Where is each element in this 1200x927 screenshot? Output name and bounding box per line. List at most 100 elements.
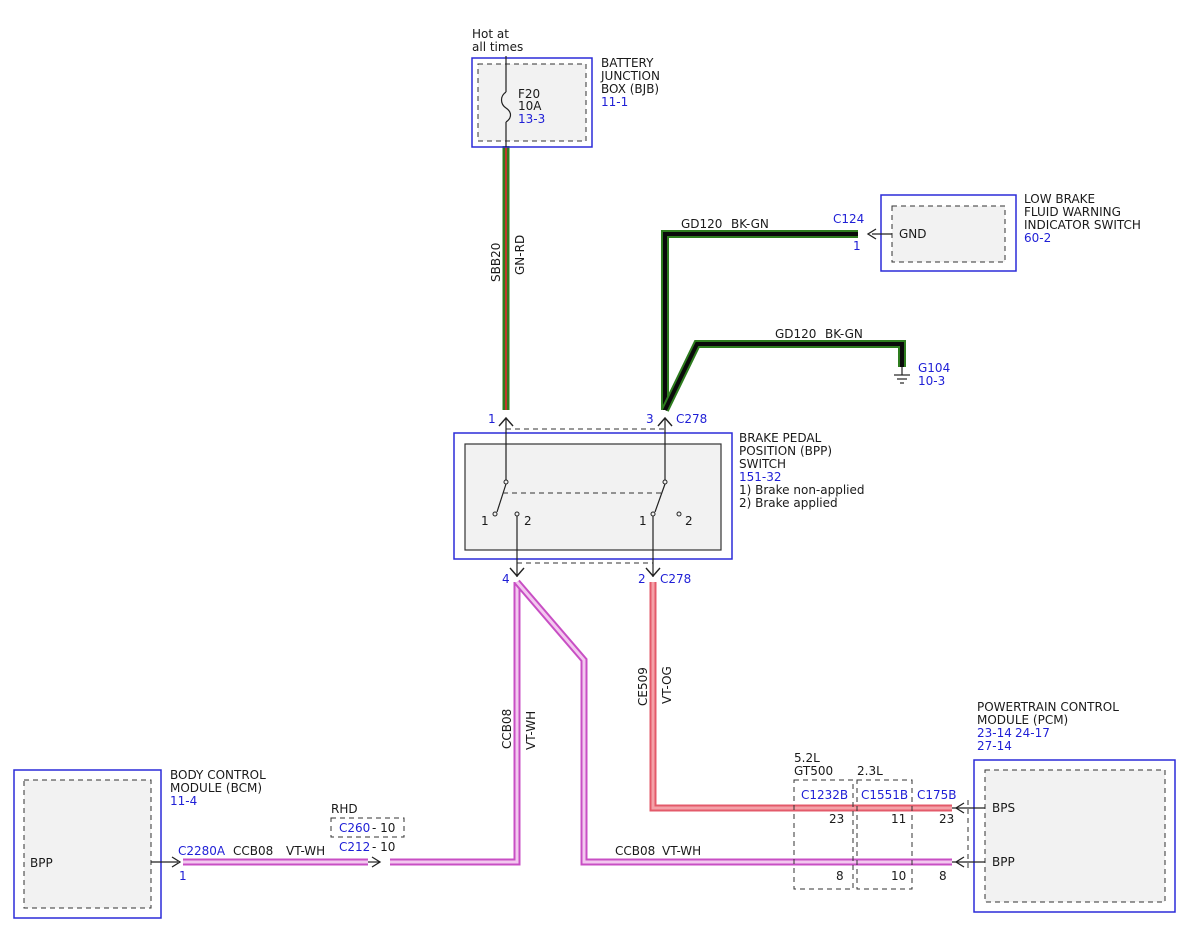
bpp-right-contact-2: 2: [685, 514, 693, 528]
low-brake-fluid-switch: GND C124 1 LOW BRAKE FLUID WARNING INDIC…: [833, 192, 1141, 272]
gd120-ground-color-label: BK-GN: [825, 327, 863, 341]
bcm-name-line2: MODULE (BCM): [170, 781, 262, 795]
bpp-name-line1: BRAKE PEDAL: [739, 431, 822, 445]
c124-pin: 1: [853, 239, 861, 253]
bjb-name-line2: JUNCTION: [600, 69, 660, 83]
ccb08-vertical-circuit-label: CCB08: [500, 709, 514, 749]
pcm-pin-bps-no: 23: [939, 812, 954, 826]
bpp-pin-bottom-right: 2: [638, 572, 646, 586]
arrow-down-icon: [509, 567, 525, 578]
bpp-name-line3: SWITCH: [739, 457, 786, 471]
engine-5-2-gt500-label: GT500: [794, 764, 833, 778]
ccb08-pcm-circuit-label: CCB08: [615, 844, 655, 858]
pcm-name-line1: POWERTRAIN CONTROL: [977, 700, 1119, 714]
pcm-pin-bps: BPS: [992, 801, 1015, 815]
gnd-pin-label: GND: [899, 227, 927, 241]
arrow-left-icon: [954, 802, 965, 814]
ccb08-bcm-color-label: VT-WH: [286, 844, 325, 858]
bcm-connector: C2280A: [178, 844, 226, 858]
g104-ref: 10-3: [918, 374, 945, 388]
c1551b-connector: C1551B: [861, 788, 908, 802]
bpp-connector-bottom: C278: [660, 572, 691, 586]
wire-ccb08-bcm-path: [183, 582, 521, 866]
g104-id: G104: [918, 361, 950, 375]
lbf-name-line2: FLUID WARNING: [1024, 205, 1121, 219]
ground-symbol-icon: [894, 367, 910, 384]
ccb08-bcm-circuit-label: CCB08: [233, 844, 273, 858]
bjb-hot-line2: all times: [472, 40, 523, 54]
rhd-option-label: RHD: [331, 802, 358, 816]
arrow-left-icon: [954, 856, 965, 868]
c175b-connector: C175B: [917, 788, 957, 802]
fuse-rating: 10A: [518, 99, 542, 113]
bpp-note-2: 2) Brake applied: [739, 496, 838, 510]
engine-5-2-label: 5.2L: [794, 751, 820, 765]
pcm-ref-b: 24-17: [1015, 726, 1050, 740]
wire-gd120-ground: [661, 340, 906, 412]
c1232b-pin-top: 23: [829, 812, 844, 826]
c1232b-pin-bottom: 8: [836, 869, 844, 883]
pcm-pin-bpp-no: 8: [939, 869, 947, 883]
wire-gd120-top: [661, 230, 858, 410]
bcm-pin: 1: [179, 869, 187, 883]
bpp-name-line2: POSITION (BPP): [739, 444, 832, 458]
c260-pin: - 10: [372, 821, 395, 835]
lbf-name-line3: INDICATOR SWITCH: [1024, 218, 1141, 232]
wire-ce509: [649, 582, 952, 812]
bpp-connector-top: C278: [676, 412, 707, 426]
bcm-pin-label: BPP: [30, 856, 53, 870]
c1551b-pin-top: 11: [891, 812, 906, 826]
bpp-note-1: 1) Brake non-applied: [739, 483, 865, 497]
arrow-left-icon: [866, 228, 877, 240]
bjb-name-line3: BOX (BJB): [601, 82, 659, 96]
c212-pin: - 10: [372, 840, 395, 854]
bpp-ref: 151-32: [739, 470, 782, 484]
gd120-ground-circuit-label: GD120: [775, 327, 816, 341]
bpp-pin-top-right: 3: [646, 412, 654, 426]
bpp-right-contact-1: 1: [639, 514, 647, 528]
bjb-name-line1: BATTERY: [601, 56, 654, 70]
bpp-left-contact-1: 1: [481, 514, 489, 528]
bcm-ref: 11-4: [170, 794, 197, 808]
connector-c1551b: 2.3L C1551B 11 10: [856, 764, 913, 890]
wire-ccb08-pcm-path: [514, 579, 952, 866]
c1551b-pin-bottom: 10: [891, 869, 906, 883]
arrow-down-icon: [645, 567, 661, 578]
inline-connector-c260-c212: RHD C260 - 10 C212 - 10: [330, 802, 405, 868]
fuse-ref: 13-3: [518, 112, 545, 126]
connector-c1232b: 5.2L GT500 C1232B 23 8: [793, 751, 854, 890]
ccb08-vertical-color-label: VT-WH: [524, 711, 538, 750]
fuse-icon: [500, 91, 512, 123]
body-control-module: BPP BODY CONTROL MODULE (BCM) 11-4 C2280…: [13, 768, 266, 919]
ce509-color-label: VT-OG: [660, 666, 674, 704]
lbf-ref: 60-2: [1024, 231, 1051, 245]
pcm-name-line2: MODULE (PCM): [977, 713, 1068, 727]
battery-junction-box: Hot at all times F20 10A 13-3 BATTERY JU…: [471, 27, 660, 148]
ce509-circuit-label: CE509: [636, 667, 650, 706]
gd120-top-circuit-label: GD120: [681, 217, 722, 231]
pcm-ref-a: 23-14: [977, 726, 1012, 740]
pcm-ref-c: 27-14: [977, 739, 1012, 753]
ccb08-pcm-color-label: VT-WH: [662, 844, 701, 858]
bjb-hot-line1: Hot at: [472, 27, 509, 41]
bpp-switch: 1 2 1 2 1 3 C278 4 2 C278 BRAKE PEDAL PO…: [453, 412, 865, 586]
arrow-right-icon: [171, 856, 182, 868]
c124-connector: C124: [833, 212, 864, 226]
bjb-ref: 11-1: [601, 95, 628, 109]
bpp-pin-top-left: 1: [488, 412, 496, 426]
bpp-pin-bottom-left: 4: [502, 572, 510, 586]
fuse-id: F20: [518, 87, 540, 101]
gd120-top-color-label: BK-GN: [731, 217, 769, 231]
engine-2-3-label: 2.3L: [857, 764, 883, 778]
bcm-name-line1: BODY CONTROL: [170, 768, 266, 782]
lbf-name-line1: LOW BRAKE: [1024, 192, 1095, 206]
sbb20-circuit-label: SBB20: [489, 243, 503, 282]
powertrain-control-module: BPS BPP C175B 23 8 POWERTRAIN CONTROL MO…: [917, 700, 1176, 913]
pcm-pin-bpp: BPP: [992, 855, 1015, 869]
c260-connector: C260: [339, 821, 370, 835]
bpp-left-contact-2: 2: [524, 514, 532, 528]
c1232b-connector: C1232B: [801, 788, 848, 802]
sbb20-color-label: GN-RD: [513, 235, 527, 275]
c212-connector: C212: [339, 840, 370, 854]
